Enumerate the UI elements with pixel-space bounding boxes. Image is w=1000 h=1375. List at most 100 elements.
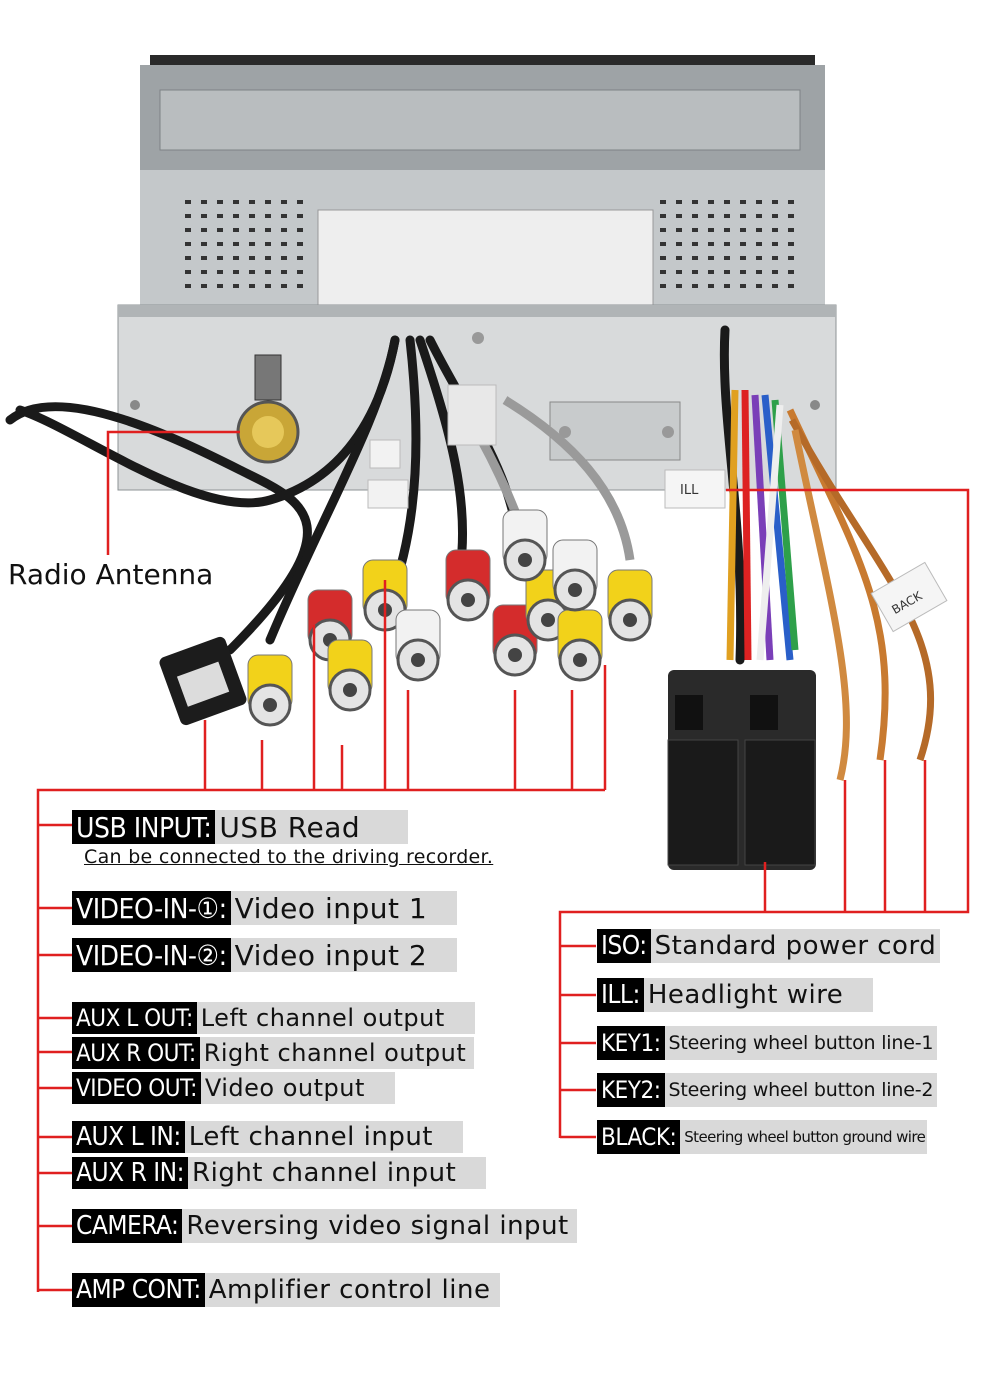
label-aux-r-out: AUX R OUT: Right channel output	[72, 1037, 475, 1069]
label-desc: Steering wheel button line-1	[664, 1026, 938, 1060]
vent-hole	[692, 228, 698, 232]
vent-hole	[740, 214, 746, 218]
vent-hole	[708, 256, 714, 260]
vent-hole	[201, 242, 207, 246]
vent-hole	[217, 284, 223, 288]
label-desc: USB Read	[215, 810, 409, 844]
vent-hole	[265, 270, 271, 274]
vent-hole	[740, 200, 746, 204]
vent-hole	[297, 284, 303, 288]
vent-hole	[692, 242, 698, 246]
vent-hole	[233, 284, 239, 288]
vent-hole	[708, 242, 714, 246]
vent-hole	[185, 200, 191, 204]
vent-hole	[201, 200, 207, 204]
label-video-out: VIDEO OUT: Video output	[72, 1072, 395, 1104]
label-video-in-1: VIDEO-IN-①: Video input 1	[72, 891, 458, 925]
vent-hole	[249, 270, 255, 274]
vent-hole	[660, 228, 666, 232]
label-tag: ISO:	[597, 929, 651, 963]
label-desc: Reversing video signal input	[182, 1209, 577, 1243]
vent-hole	[740, 284, 746, 288]
usb-connector	[159, 636, 247, 726]
vent-hole	[772, 200, 778, 204]
vent-hole	[660, 214, 666, 218]
vent-hole	[185, 214, 191, 218]
rca-plug	[247, 654, 293, 727]
vent-hole	[772, 214, 778, 218]
vent-hole	[772, 228, 778, 232]
vent-hole	[249, 284, 255, 288]
label-desc: Standard power cord	[650, 929, 941, 963]
vent-hole	[201, 228, 207, 232]
vent-hole	[740, 256, 746, 260]
label-desc: Right channel output	[199, 1037, 475, 1069]
label-aux-l-in: AUX L IN: Left channel input	[72, 1121, 464, 1153]
vent-hole	[788, 200, 794, 204]
vent-hole	[676, 214, 682, 218]
vent-hole	[281, 214, 287, 218]
vent-hole	[756, 284, 762, 288]
vent-hole	[724, 214, 730, 218]
vent-hole	[233, 256, 239, 260]
vent-hole	[233, 214, 239, 218]
vent-hole	[772, 256, 778, 260]
label-key1: KEY1: Steering wheel button line-1	[597, 1026, 938, 1060]
vent-hole	[756, 214, 762, 218]
label-desc: Steering wheel button line-2	[664, 1073, 938, 1107]
vent-hole	[265, 200, 271, 204]
vent-hole	[281, 270, 287, 274]
vent-hole	[756, 270, 762, 274]
label-tag: KEY2:	[597, 1073, 665, 1107]
label-desc: Left channel input	[184, 1121, 464, 1153]
vent-hole	[788, 256, 794, 260]
vent-hole	[692, 200, 698, 204]
vent-hole	[281, 256, 287, 260]
label-key2: KEY2: Steering wheel button line-2	[597, 1073, 938, 1107]
vent-hole	[772, 270, 778, 274]
label-desc: Headlight wire	[643, 978, 874, 1012]
vent-hole	[281, 200, 287, 204]
vent-holes	[185, 200, 794, 288]
vent-hole	[676, 270, 682, 274]
label-tag: AUX L IN:	[72, 1121, 185, 1153]
antenna-socket	[236, 354, 300, 464]
rca-plug	[445, 549, 491, 622]
rca-plug	[552, 539, 598, 612]
label-tag: KEY1:	[597, 1026, 665, 1060]
vent-hole	[297, 228, 303, 232]
label-aux-r-in: AUX R IN: Right channel input	[72, 1157, 487, 1189]
vent-hole	[724, 242, 730, 246]
vent-hole	[788, 284, 794, 288]
vent-hole	[265, 242, 271, 246]
label-aux-l-out: AUX L OUT: Left channel output	[72, 1002, 475, 1034]
vent-hole	[217, 214, 223, 218]
vent-hole	[708, 270, 714, 274]
vent-hole	[249, 214, 255, 218]
vent-hole	[724, 256, 730, 260]
vent-hole	[708, 284, 714, 288]
vent-hole	[740, 228, 746, 232]
vent-hole	[297, 242, 303, 246]
vent-hole	[297, 270, 303, 274]
usb-note: Can be connected to the driving recorder…	[84, 846, 494, 868]
label-tag: AUX R IN:	[72, 1157, 189, 1189]
vent-hole	[724, 284, 730, 288]
vent-hole	[756, 256, 762, 260]
vent-hole	[660, 200, 666, 204]
vent-hole	[788, 228, 794, 232]
vent-hole	[676, 200, 682, 204]
radio-antenna-label: Radio Antenna	[8, 558, 214, 591]
vent-hole	[201, 270, 207, 274]
vent-hole	[185, 270, 191, 274]
label-ill: ILL: Headlight wire	[597, 978, 874, 1012]
rca-plug	[492, 604, 538, 677]
vent-hole	[660, 256, 666, 260]
vent-hole	[217, 242, 223, 246]
vent-hole	[265, 284, 271, 288]
vent-hole	[708, 214, 714, 218]
vent-hole	[692, 214, 698, 218]
label-tag: VIDEO-IN-①:	[72, 891, 231, 925]
vent-hole	[265, 214, 271, 218]
vent-hole	[265, 228, 271, 232]
